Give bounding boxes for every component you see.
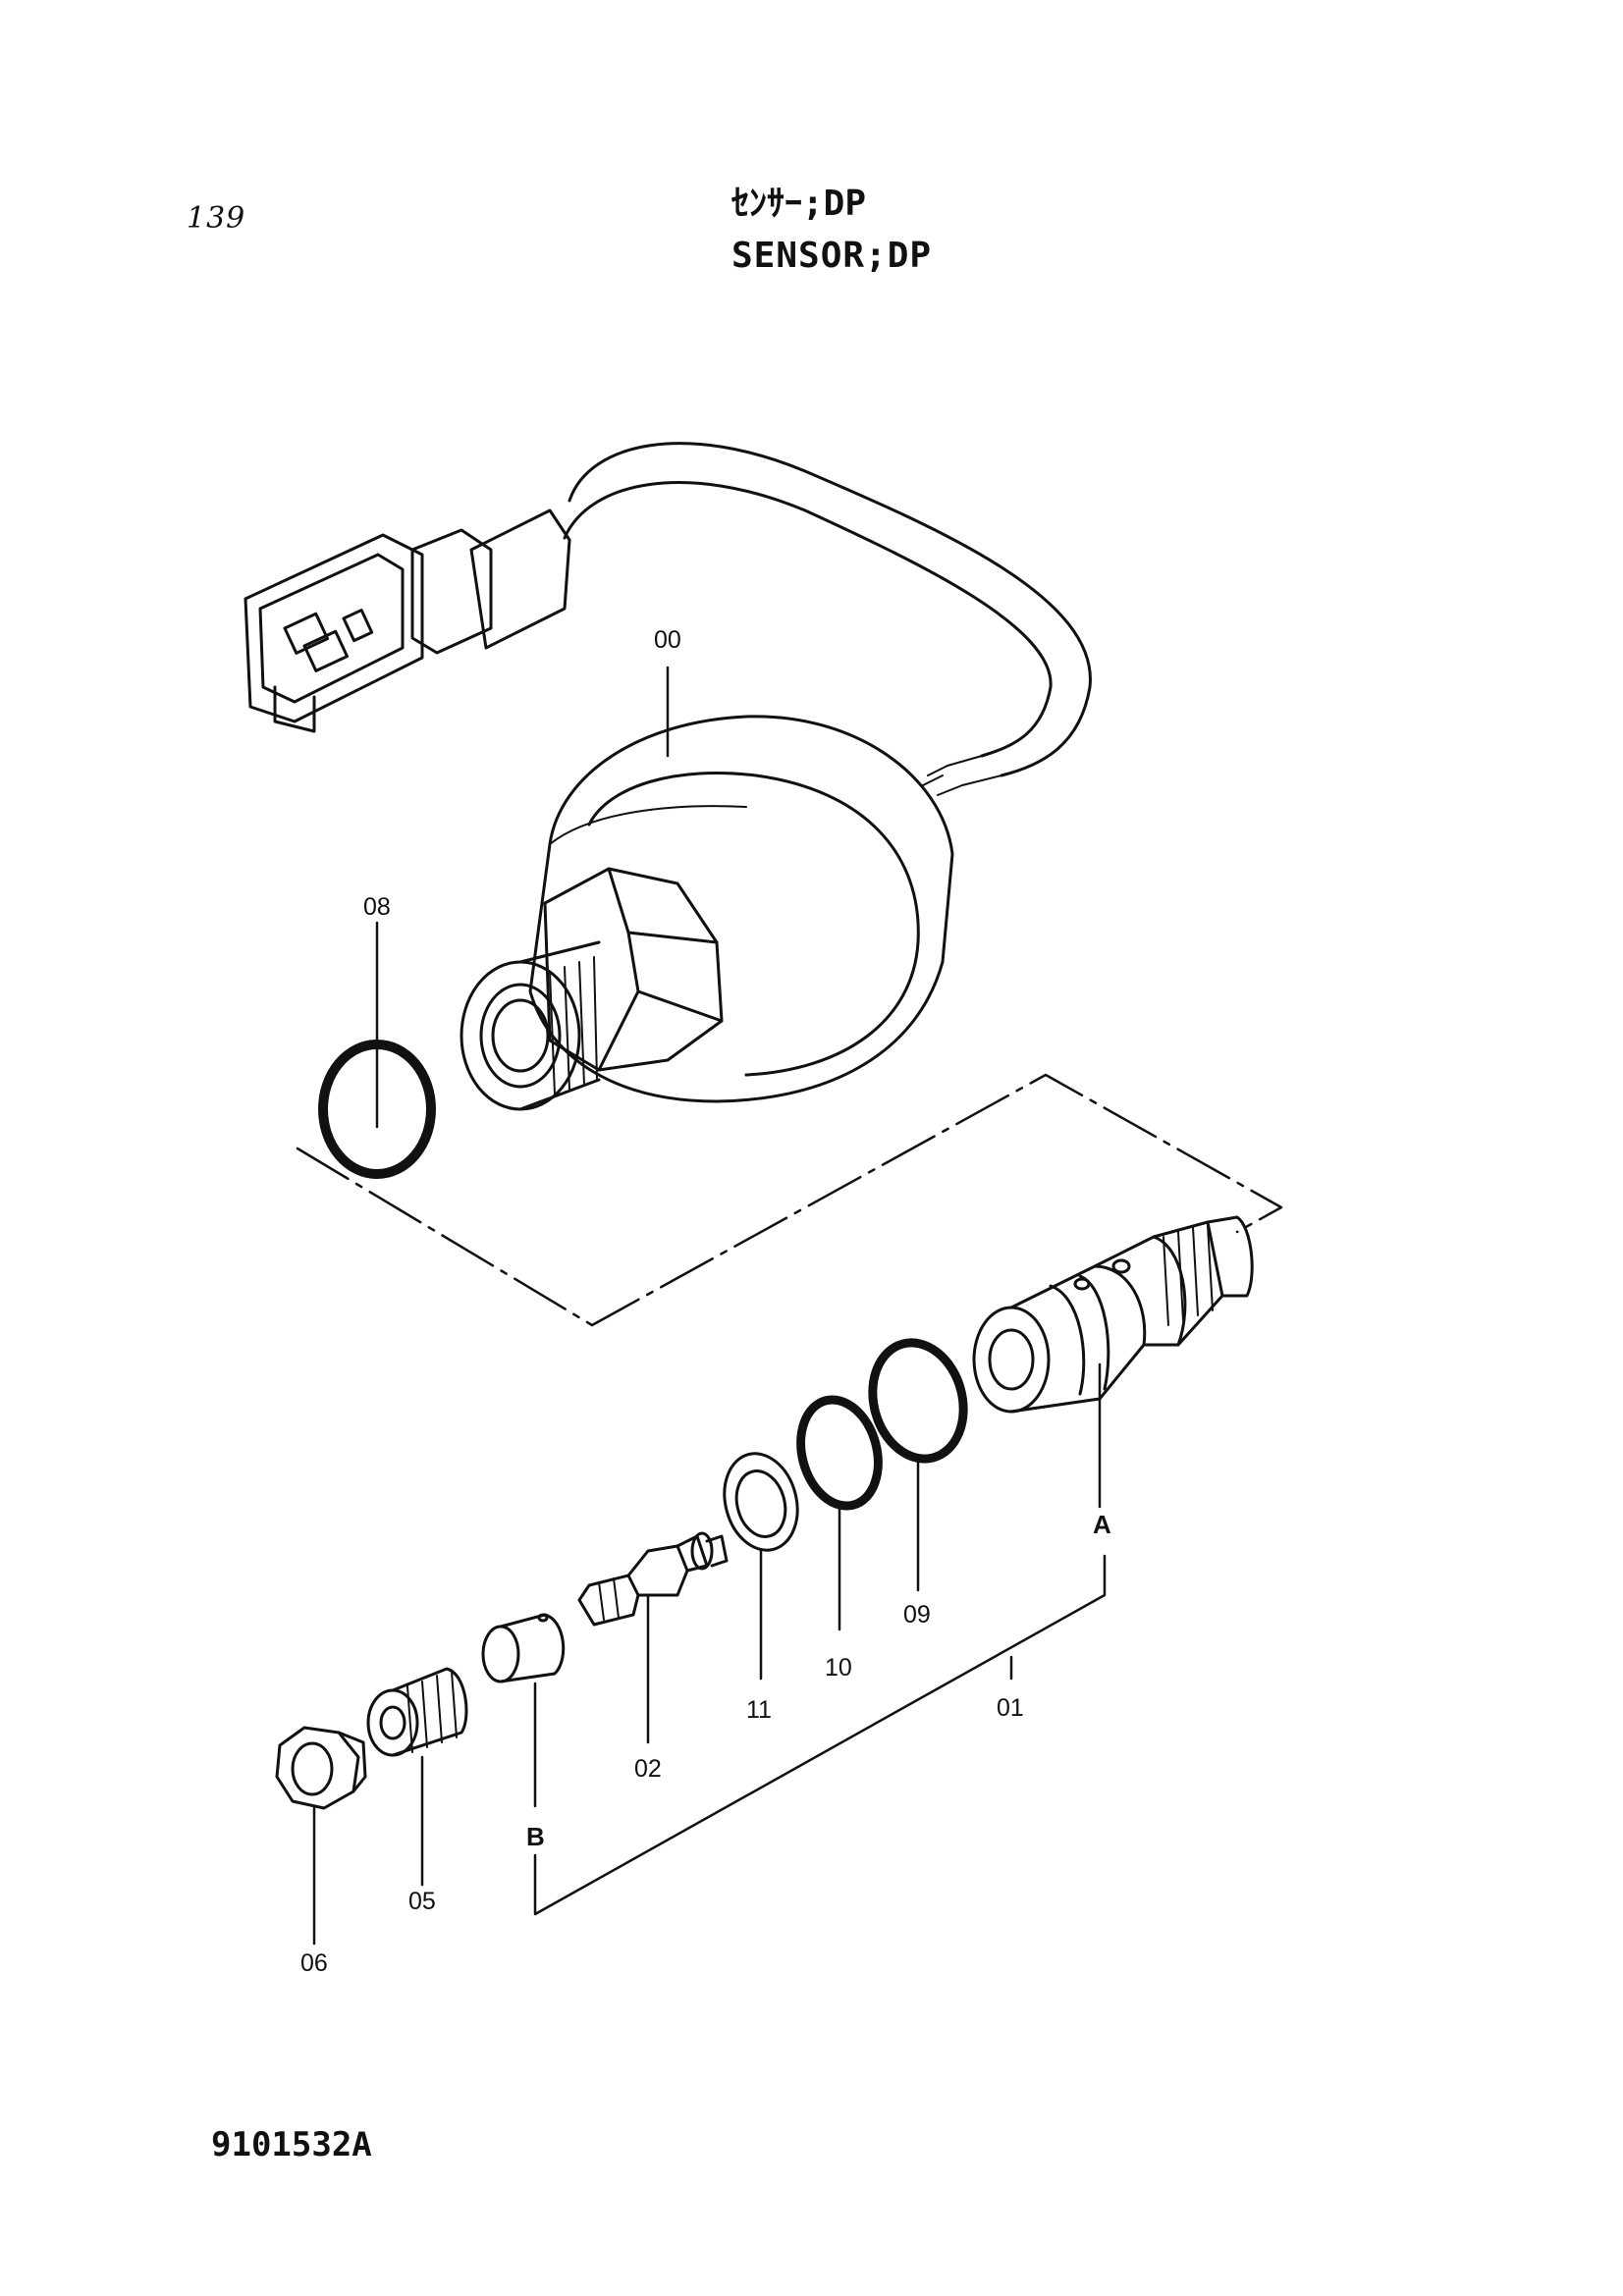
callout-08: 08 bbox=[363, 893, 391, 921]
spool-02 bbox=[577, 1531, 729, 1627]
sensor-assembly bbox=[243, 442, 1092, 1111]
callout-02: 02 bbox=[634, 1755, 662, 1783]
callout-06: 06 bbox=[300, 1949, 328, 1977]
sensor-cable-inner bbox=[563, 481, 1053, 758]
callout-10: 10 bbox=[825, 1654, 852, 1682]
sensor-body bbox=[528, 715, 954, 1103]
callout-11: 11 bbox=[746, 1696, 772, 1724]
title-japanese: ｾﾝｻｰ;DP bbox=[731, 184, 867, 224]
plug-05 bbox=[366, 1667, 468, 1757]
page-number: 139 bbox=[187, 201, 246, 236]
document-code: 9101532A bbox=[211, 2125, 372, 2164]
callout-01: 01 bbox=[997, 1694, 1024, 1722]
callout-a: A bbox=[1093, 1510, 1111, 1539]
callout-b: B bbox=[526, 1822, 545, 1851]
nut-06 bbox=[275, 1726, 367, 1810]
assembly-reference-frame bbox=[296, 1073, 1283, 1327]
sleeve-b bbox=[481, 1613, 566, 1683]
valve-body bbox=[972, 1215, 1254, 1414]
sensor-cable bbox=[568, 442, 1092, 777]
title-english: SENSOR;DP bbox=[731, 236, 933, 276]
callout-05: 05 bbox=[408, 1888, 436, 1915]
backup-ring-11 bbox=[723, 1452, 799, 1552]
sensor-connector bbox=[243, 508, 571, 733]
leader-lines bbox=[312, 666, 1107, 1946]
o-ring-10 bbox=[796, 1395, 883, 1511]
callout-00: 00 bbox=[654, 626, 681, 654]
o-ring-09 bbox=[868, 1338, 968, 1464]
callout-09: 09 bbox=[903, 1601, 931, 1629]
